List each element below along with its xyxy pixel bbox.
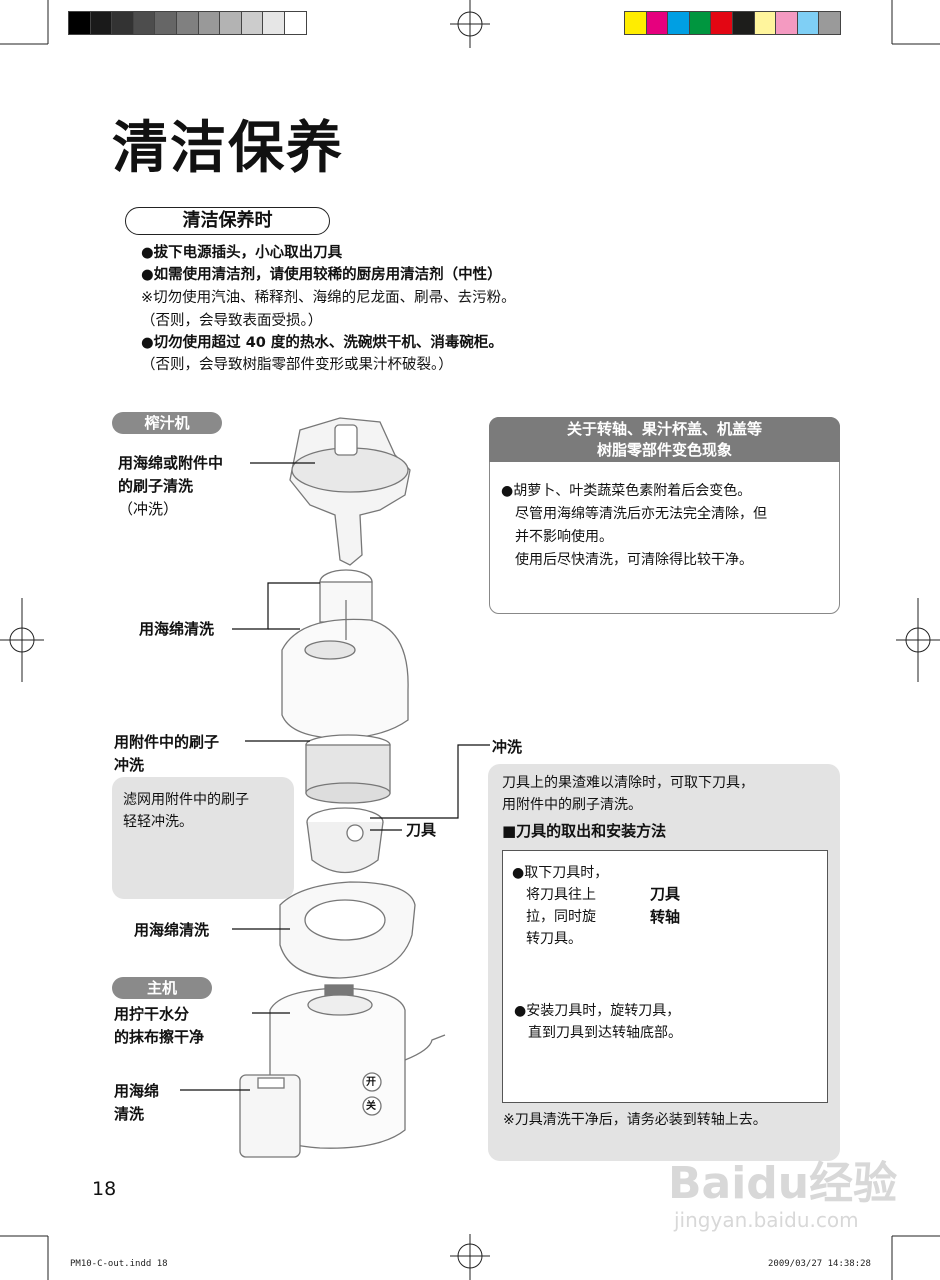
label-rinse: 冲洗 — [492, 738, 523, 756]
info-line: ●胡萝卜、叶类蔬菜色素附着后会变色。 — [501, 483, 752, 499]
color-swatch — [197, 11, 221, 35]
blade-remove-steps: ●取下刀具时， 将刀具往上 拉，同时旋 转刀具。 — [512, 862, 608, 950]
filter-note-panel — [112, 777, 294, 899]
label-line: 的抹布擦干净 — [114, 1028, 205, 1046]
filter-basket-illustration — [305, 734, 391, 804]
filter-note-line: 滤网用附件中的刷子 — [123, 792, 249, 808]
label-blade: 刀具 — [406, 821, 437, 839]
label-line: 的刷子清洗 — [118, 477, 194, 495]
part-blade-label: 刀具 — [650, 885, 681, 903]
tag-main-unit: 主机 — [112, 977, 212, 999]
main-body-illustration — [269, 984, 446, 1149]
blade-care-intro: 刀具上的果渣难以清除时，可取下刀具， 用附件中的刷子清洗。 — [502, 772, 754, 816]
page-title: 清洁保养 — [112, 116, 344, 181]
color-swatch — [262, 11, 285, 35]
button-off-label: 关 — [366, 1101, 376, 1112]
label-wipe-dry: 用拧干水分 的抹布擦干净 — [114, 1003, 204, 1049]
color-swatch — [624, 11, 647, 35]
discoloration-info-text: ●胡萝卜、叶类蔬菜色素附着后会变色。 尽管用海绵等清洗后亦无法完全清除，但 并不… — [501, 480, 767, 572]
color-swatch — [796, 11, 820, 35]
footer-file: PM10-C-out.indd 18 — [70, 1259, 168, 1269]
color-swatch — [688, 11, 712, 35]
color-swatch — [283, 11, 307, 35]
note-warning: ※切勿使用汽油、稀释剂、海绵的尼龙面、刷帚、去污粉。 — [141, 290, 516, 306]
note-unplug: ●拔下电源插头，小心取出刀具 — [141, 245, 343, 261]
pusher-illustration — [319, 569, 373, 623]
color-swatch — [111, 11, 134, 35]
label-sponge-or-brush: 用海绵或附件中 的刷子清洗 （冲洗） — [118, 452, 223, 521]
page-number: 18 — [92, 1178, 117, 1200]
label-line: 用附件中的刷子 — [114, 733, 220, 751]
label-line: 用海绵或附件中 — [118, 454, 224, 472]
filter-note: 滤网用附件中的刷子 轻轻冲洗。 — [123, 789, 249, 833]
watermark-brand: Baidu经验 — [668, 1158, 898, 1209]
grayscale-swatches — [68, 11, 307, 35]
discoloration-info-title: 关于转轴、果汁杯盖、机盖等 树脂零部件变色现象 — [489, 417, 840, 462]
hopper-illustration — [289, 417, 411, 566]
filter-note-line: 轻轻冲洗。 — [123, 814, 193, 830]
label-line: 用海绵 — [114, 1082, 160, 1100]
info-line: 使用后尽快清洗，可清除得比较干净。 — [515, 552, 753, 568]
color-swatch — [219, 11, 242, 35]
color-swatch — [645, 11, 669, 35]
cover-illustration — [281, 600, 409, 739]
blade-method-box — [502, 850, 828, 1103]
registration-mark-top — [450, 0, 490, 48]
label-line: 清洗 — [114, 1105, 145, 1123]
color-swatch — [753, 11, 777, 35]
blade-footnote: ※刀具清洗干净后，请务必装到转轴上去。 — [503, 1112, 767, 1128]
blade-care-heading: ■刀具的取出和安装方法 — [502, 822, 667, 840]
install-step-line: 直到刀具到达转轴底部。 — [528, 1025, 682, 1041]
juice-cup-illustration — [239, 1074, 301, 1158]
info-title-line: 树脂零部件变色现象 — [596, 441, 732, 459]
section-title: 清洁保养时 — [125, 207, 330, 235]
color-swatch — [154, 11, 177, 35]
info-line: 并不影响使用。 — [515, 529, 613, 545]
button-on-label: 开 — [366, 1077, 376, 1088]
registration-mark-left — [0, 598, 44, 682]
color-swatch — [667, 11, 690, 35]
color-swatch — [710, 11, 733, 35]
label-sponge-wash-cover: 用海绵清洗 — [139, 620, 215, 638]
remove-step-line: 转刀具。 — [526, 931, 582, 947]
note-detergent: ●如需使用清洁剂，请使用较稀的厨房用清洁剂（中性） — [141, 267, 502, 283]
install-step-line: ●安装刀具时，旋转刀具， — [514, 1003, 681, 1019]
part-shaft-label: 转轴 — [650, 908, 681, 926]
color-swatch — [89, 11, 113, 35]
note-hot-water: ●切勿使用超过 40 度的热水、洗碗烘干机、消毒碗柜。 — [141, 335, 503, 351]
registration-mark-right — [896, 598, 940, 682]
color-swatch — [775, 11, 798, 35]
blade-assembly-illustration — [306, 807, 384, 873]
info-line: 尽管用海绵等清洗后亦无法完全清除，但 — [515, 506, 767, 522]
remove-step-line: 拉，同时旋 — [526, 909, 596, 925]
color-swatch — [132, 11, 156, 35]
remove-step-line: ●取下刀具时， — [512, 865, 609, 881]
registration-mark-bottom — [450, 1234, 490, 1280]
footer-timestamp: 2009/03/27 14:38:28 — [768, 1259, 871, 1269]
color-swatch — [68, 11, 91, 35]
label-brush-rinse: 用附件中的刷子 冲洗 — [114, 731, 219, 777]
label-sponge-wash-container: 用海绵清洗 — [134, 921, 210, 939]
note-hot-water-consequence: （否则，会导致树脂零部件变形或果汁杯破裂。） — [141, 357, 453, 373]
label-line: 冲洗 — [114, 756, 145, 774]
watermark-url: jingyan.baidu.com — [674, 1208, 859, 1232]
juice-container-illustration — [279, 881, 416, 979]
remove-step-line: 将刀具往上 — [526, 887, 596, 903]
watermark: Baidu经验 jingyan.baidu.com — [668, 1158, 898, 1233]
label-line: 用拧干水分 — [114, 1005, 190, 1023]
color-swatch — [240, 11, 264, 35]
blade-intro-line: 用附件中的刷子清洗。 — [502, 797, 642, 813]
note-warning-consequence: （否则，会导致表面受损。） — [141, 313, 323, 329]
color-swatches — [624, 11, 841, 35]
label-line: （冲洗） — [118, 500, 179, 518]
info-title-line: 关于转轴、果汁杯盖、机盖等 — [566, 420, 762, 438]
color-swatch — [818, 11, 841, 35]
tag-juicer: 榨汁机 — [112, 412, 222, 434]
blade-intro-line: 刀具上的果渣难以清除时，可取下刀具， — [502, 775, 754, 791]
color-swatch — [731, 11, 755, 35]
blade-install-steps: ●安装刀具时，旋转刀具， 直到刀具到达转轴底部。 — [514, 1000, 682, 1044]
label-sponge-wash-cup: 用海绵 清洗 — [114, 1080, 159, 1126]
color-swatch — [175, 11, 199, 35]
